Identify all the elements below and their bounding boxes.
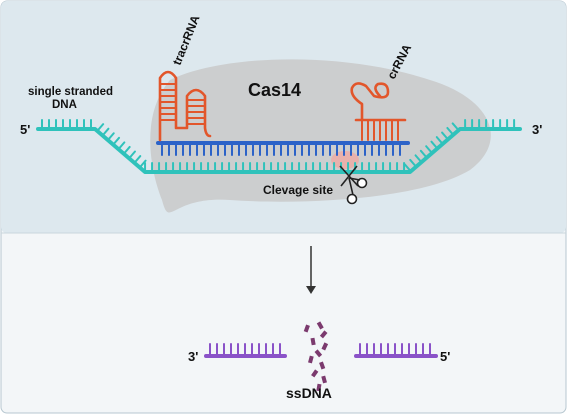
base-tick: [441, 131, 449, 141]
down-arrow-icon: [306, 246, 316, 294]
product-three-prime: 3': [188, 349, 198, 364]
cas14-label: Cas14: [248, 80, 301, 100]
dna-fragment: [319, 330, 328, 339]
dna-fragment: [303, 324, 310, 333]
base-tick: [451, 122, 460, 132]
dna-fragment: [314, 349, 323, 358]
dna-fragment: [316, 383, 322, 392]
base-tick: [409, 158, 418, 168]
cleaved-fragments: [303, 321, 329, 392]
base-tick: [414, 154, 423, 164]
base-tick: [106, 132, 115, 142]
base-tick: [133, 155, 142, 164]
base-tick: [419, 149, 428, 159]
product-left-bases: [209, 343, 281, 357]
crrna-structure: [350, 82, 407, 141]
ssdna-product-label: ssDNA: [286, 385, 332, 401]
base-tick: [403, 163, 412, 173]
cas14-protein: [150, 59, 491, 213]
base-tick: [112, 136, 121, 146]
base-tick: [138, 159, 147, 169]
ssdna-bases: [41, 119, 516, 173]
three-prime-right: 3': [532, 122, 542, 137]
base-tick: [101, 127, 110, 137]
dna-fragment: [321, 375, 327, 384]
guide-bases: [161, 142, 401, 156]
base-tick: [430, 140, 439, 150]
ssdna-label-line2: DNA: [52, 99, 77, 111]
base-tick: [425, 145, 434, 155]
dna-fragment: [321, 342, 329, 351]
tracrrna-structure: [158, 70, 212, 142]
base-tick: [117, 141, 126, 151]
product-five-prime: 5': [440, 349, 450, 364]
dna-fragment: [308, 355, 314, 364]
five-prime-left: 5': [20, 122, 30, 137]
ssdna-label-line1: single stranded: [28, 86, 113, 98]
base-tick: [128, 150, 136, 160]
dna-fragment: [316, 321, 324, 330]
base-tick: [96, 123, 105, 132]
scissors-icon: [339, 165, 368, 205]
base-tick: [122, 145, 131, 155]
cleavage-highlight: [331, 151, 359, 169]
dna-fragment: [310, 337, 316, 346]
dna-fragment: [319, 361, 326, 370]
base-tick: [446, 126, 455, 136]
product-right-bases: [359, 343, 431, 357]
cleavage-site-label: Clevage site: [263, 183, 333, 197]
dna-fragment: [311, 369, 319, 378]
base-tick: [435, 136, 444, 145]
